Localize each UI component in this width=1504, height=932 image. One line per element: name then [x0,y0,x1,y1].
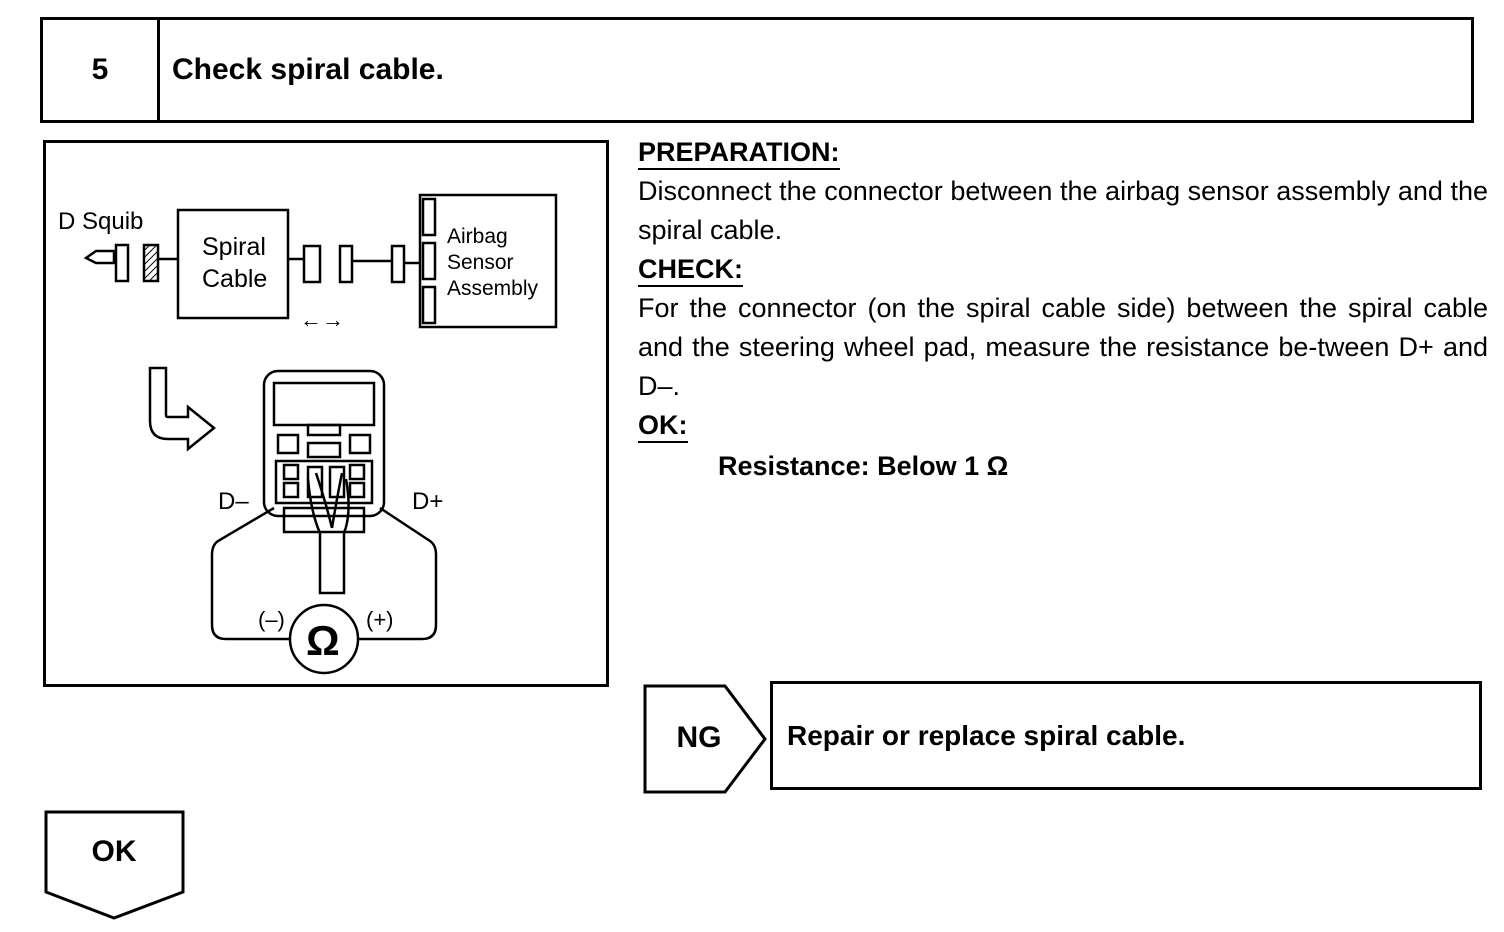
ng-tag-shape [643,684,767,794]
step-number: 5 [43,20,160,120]
ng-label: NG [676,721,722,754]
label-disconnect-arrows: ←→ [300,307,344,332]
instructions: PREPARATION: Disconnect the connector be… [638,133,1488,486]
probe-cable [306,478,350,595]
ok-label: OK [91,835,137,868]
bent-arrow-icon [148,366,216,452]
airbag-sensor-box [418,193,558,329]
label-d-minus: D– [218,488,249,515]
ok-tag-shape [44,810,185,920]
ng-action: Repair or replace spiral cable. [770,681,1482,790]
label-d-squib: D Squib [58,208,143,235]
label-cable: Cable [202,265,267,293]
squib-connector-body [114,243,130,283]
label-sensor: Sensor [447,251,514,274]
step-header: 5 Check spiral cable. [40,17,1474,123]
check-text: For the connector (on the spiral cable s… [638,293,1488,401]
step-title: Check spiral cable. [172,53,444,86]
label-airbag: Airbag [447,225,508,248]
label-ohm: Ω [306,617,340,664]
diagram-svg: D Squib Spiral Cable Airbag Sensor Assem… [58,193,558,675]
label-d-plus: D+ [412,488,443,515]
check-heading: CHECK: [638,253,743,287]
lead-minus [210,506,290,641]
label-probe-plus: (+) [366,607,394,632]
label-probe-minus: (–) [258,607,285,632]
ok-spec: Resistance: Below 1 Ω [718,451,1009,481]
ok-heading: OK: [638,409,688,443]
squib-connector-icon [83,249,116,265]
lead-plus [358,506,438,641]
hatched-connector [142,243,160,283]
connector-face [262,369,386,518]
label-assembly: Assembly [447,277,539,300]
label-spiral: Spiral [202,233,266,261]
spiral-side-connector [302,244,322,284]
preparation-heading: PREPARATION: [638,136,840,170]
preparation-text: Disconnect the connector between the air… [638,176,1488,245]
ohmmeter-icon [288,603,360,675]
wiring-diagram: D Squib Spiral Cable Airbag Sensor Assem… [43,140,609,687]
sensor-side-connector [338,244,354,284]
spiral-cable-box [176,208,290,320]
